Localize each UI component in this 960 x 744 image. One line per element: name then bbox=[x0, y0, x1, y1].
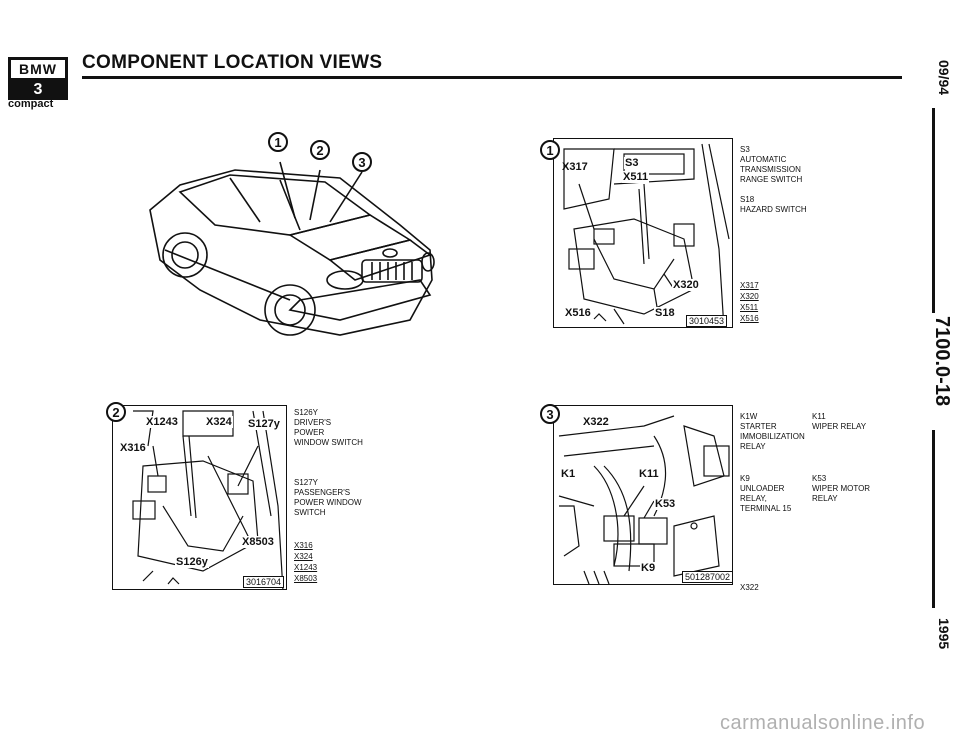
title-rule bbox=[82, 76, 902, 79]
caption-code: K11 bbox=[812, 412, 826, 421]
view-1-photo: X317 S3 X511 X320 X516 S18 3010453 bbox=[553, 138, 733, 328]
view-1-label-x320: X320 bbox=[672, 279, 700, 291]
view-1-label-x317: X317 bbox=[562, 161, 588, 173]
view-2-photo-id: 3016704 bbox=[243, 576, 285, 588]
view-2-label-x324: X324 bbox=[205, 416, 233, 428]
ref-item: X324 bbox=[294, 552, 313, 561]
view-2-photo: X1243 X324 S127y X316 X8503 S126y 301670… bbox=[112, 405, 287, 590]
view-1-captions: S3 AUTOMATIC TRANSMISSION RANGE SWITCH S… bbox=[740, 145, 840, 215]
caption-text: HAZARD SWITCH bbox=[740, 205, 807, 214]
view-2-drawing bbox=[132, 410, 284, 589]
ref-item: X317 bbox=[740, 281, 759, 290]
caption-code: K1w bbox=[740, 412, 758, 421]
caption-code: K9 bbox=[740, 474, 750, 483]
view-2-number: 2 bbox=[106, 402, 126, 422]
overview-marker-1: 1 bbox=[268, 132, 288, 152]
view-3-captions-right: K11 WIPER RELAY K53 WIPER MOTOR RELAY bbox=[812, 412, 902, 504]
caption-code: S127y bbox=[294, 478, 319, 487]
sidebar-rule-1 bbox=[932, 108, 935, 313]
year: 1995 bbox=[936, 618, 952, 650]
caption-text: WIPER RELAY bbox=[812, 422, 867, 431]
caption-text: WIPER MOTOR RELAY bbox=[812, 484, 871, 503]
caption-text: AUTOMATIC TRANSMISSION RANGE SWITCH bbox=[740, 155, 803, 184]
caption-text: STARTER IMMOBILIZATION RELAY bbox=[740, 422, 805, 451]
model-badge: 3 bbox=[8, 80, 68, 100]
view-1-photo-id: 3010453 bbox=[686, 315, 728, 327]
overview-marker-2: 2 bbox=[310, 140, 330, 160]
ref-item: X516 bbox=[740, 314, 759, 323]
view-3-label-k53: K53 bbox=[654, 498, 677, 510]
caption-text: DRIVER'S POWER WINDOW SWITCH bbox=[294, 418, 363, 447]
ref-item: X8503 bbox=[294, 574, 318, 583]
caption-code: S3 bbox=[740, 145, 750, 154]
model-subtitle: compact bbox=[8, 98, 54, 110]
view-3-captions-left: K1w STARTER IMMOBILIZATION RELAY K9 UNLO… bbox=[740, 412, 820, 514]
view-2-refs: X316 X324 X1243 X8503 bbox=[294, 540, 317, 584]
caption-text: PASSENGER'S POWER WINDOW SWITCH bbox=[294, 488, 362, 517]
view-2-label-x1243: X1243 bbox=[145, 416, 179, 428]
view-3-label-k11: K11 bbox=[638, 468, 660, 480]
view-1-label-x511: X511 bbox=[622, 171, 650, 183]
ref-item: X322 bbox=[740, 583, 759, 592]
overview-marker-3: 3 bbox=[352, 152, 372, 172]
view-3-number: 3 bbox=[540, 404, 560, 424]
view-3-refs: X322 bbox=[740, 582, 759, 593]
ref-item: X320 bbox=[740, 292, 759, 301]
view-3-drawing bbox=[558, 415, 730, 584]
view-1-refs: X317 X320 X511 X516 bbox=[740, 280, 759, 324]
ref-item: X316 bbox=[294, 541, 313, 550]
caption-code: K53 bbox=[812, 474, 827, 483]
view-3-photo-id: 501287002 bbox=[682, 571, 732, 583]
view-1-label-s18: S18 bbox=[654, 307, 676, 319]
car-drawing bbox=[149, 161, 435, 336]
view-2-label-s127y: S127y bbox=[247, 418, 281, 430]
view-2-label-x8503: X8503 bbox=[241, 536, 275, 548]
view-3-label-k9: K9 bbox=[640, 562, 657, 574]
page-title: COMPONENT LOCATION VIEWS bbox=[82, 52, 383, 73]
watermark: carmanualsonline.info bbox=[720, 712, 926, 734]
caption-code: S126y bbox=[294, 408, 319, 417]
view-2-label-s126y: S126y bbox=[175, 556, 209, 568]
view-2-label-x316: X316 bbox=[119, 442, 147, 454]
caption-code: S18 bbox=[740, 195, 755, 204]
view-3-label-k1: K1 bbox=[560, 468, 577, 480]
view-1-label-x516: X516 bbox=[564, 307, 592, 319]
bmw-logo: BMW bbox=[8, 57, 68, 81]
page-code: 7100.0-18 bbox=[931, 316, 953, 407]
ref-item: X1243 bbox=[294, 563, 318, 572]
date-code: 09/94 bbox=[936, 60, 952, 96]
ref-item: X511 bbox=[740, 303, 759, 312]
view-3-photo: X322 K1 K11 K53 K9 501287002 bbox=[553, 405, 733, 585]
view-3-label-x322: X322 bbox=[582, 416, 610, 428]
view-1-label-s3: S3 bbox=[624, 157, 640, 169]
sidebar-rule-2 bbox=[932, 430, 935, 608]
car-overview-illustration: 1 2 3 bbox=[140, 130, 440, 350]
view-1-number: 1 bbox=[540, 140, 560, 160]
caption-text: UNLOADER RELAY, TERMINAL 15 bbox=[740, 484, 792, 513]
view-2-captions: S126y DRIVER'S POWER WINDOW SWITCH S127y… bbox=[294, 408, 394, 518]
